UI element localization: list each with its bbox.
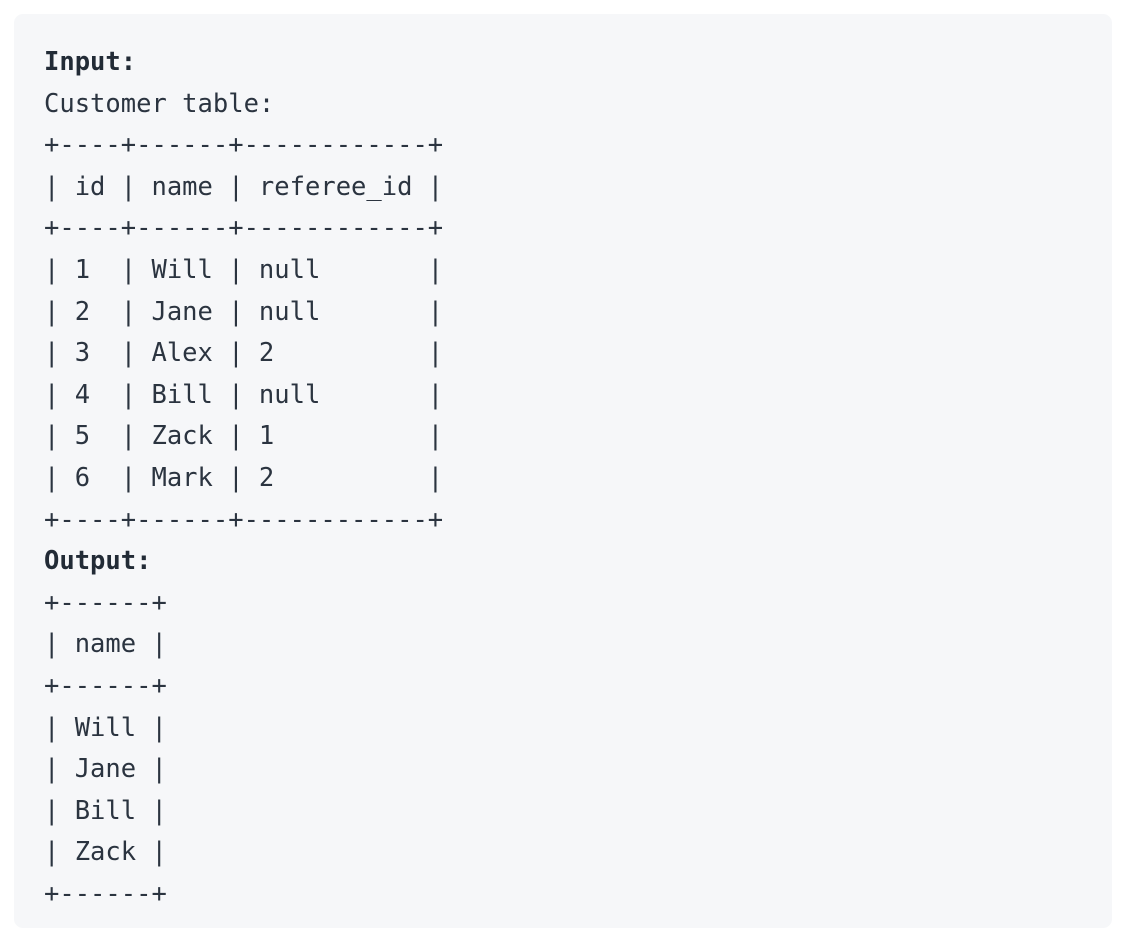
- output-label: Output:: [44, 546, 152, 577]
- table-row: | 2 | Jane | null |: [44, 296, 444, 327]
- table-row: | Jane |: [44, 754, 167, 785]
- input-label: Input:: [44, 47, 137, 77]
- table-row: | Bill |: [44, 795, 167, 826]
- output-table-top-rule: +------+: [44, 587, 167, 618]
- table-row: | 6 | Mark | 2 |: [44, 462, 444, 493]
- input-table-top-rule: +----+------+------------+: [44, 130, 444, 161]
- table-row: | Will |: [44, 712, 167, 743]
- table-row: | 1 | Will | null |: [44, 254, 444, 285]
- input-table-header-row: | id | name | referee_id |: [44, 171, 444, 202]
- input-table-caption: Customer table:: [44, 88, 275, 119]
- output-table-header-rule: +------+: [44, 670, 167, 701]
- table-row: | 4 | Bill | null |: [44, 379, 444, 410]
- example-card: Input: Customer table: +----+------+------…: [14, 14, 1112, 928]
- table-row: | Zack |: [44, 837, 167, 868]
- output-table-header-row: | name |: [44, 629, 167, 660]
- example-code-block: Input: Customer table: +----+------+------…: [44, 42, 1082, 915]
- input-table-header-rule: +----+------+------------+: [44, 213, 444, 244]
- input-table-bottom-rule: +----+------+------------+: [44, 504, 444, 535]
- table-row: | 5 | Zack | 1 |: [44, 421, 444, 452]
- table-row: | 3 | Alex | 2 |: [44, 338, 444, 369]
- output-table-bottom-rule: +------+: [44, 878, 167, 909]
